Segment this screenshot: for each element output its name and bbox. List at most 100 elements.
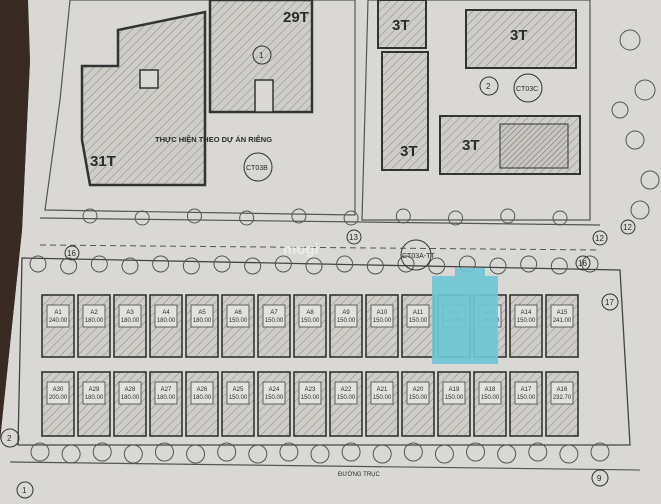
lot-area: 150.00 xyxy=(517,395,536,401)
tree-icon xyxy=(559,444,579,464)
lot-id: A11 xyxy=(413,310,424,316)
zone-ct03c: CT03C xyxy=(516,86,538,93)
lot-id: A8 xyxy=(306,310,314,316)
lot-id: A28 xyxy=(125,387,136,393)
circle-label-2: 2 xyxy=(486,82,491,91)
label-3t-d: 3T xyxy=(462,137,480,154)
tree-icon xyxy=(274,255,292,273)
tree-icon xyxy=(182,257,200,275)
lot-id: A2 xyxy=(90,310,98,316)
tree-icon xyxy=(403,442,423,462)
circle-label-1b: 1 xyxy=(22,486,27,495)
tree-icon xyxy=(248,444,268,464)
tree-icon xyxy=(244,257,262,275)
tree-icon xyxy=(581,255,599,273)
circle-label-9: 9 xyxy=(597,474,602,483)
lot-id: A19 xyxy=(449,387,460,393)
tree-icon xyxy=(397,255,415,273)
circle-label-1: 1 xyxy=(259,51,264,60)
lot-area: 240.00 xyxy=(49,318,68,324)
lot-area: 180.00 xyxy=(85,395,104,401)
lot-area: 150.00 xyxy=(445,395,464,401)
tree-icon xyxy=(341,442,361,462)
lot-id: A3 xyxy=(126,310,134,316)
lot-a23: A23 150.00 xyxy=(293,371,327,437)
lot-id: A16 xyxy=(557,387,568,393)
tree-icon xyxy=(489,257,507,275)
building-31t xyxy=(80,10,207,187)
tree-icon xyxy=(366,257,384,275)
lot-area: 150.00 xyxy=(265,395,284,401)
tree-icon xyxy=(520,255,538,273)
tree-icon xyxy=(395,208,411,224)
lot-area: 150.00 xyxy=(301,395,320,401)
lot-id: A15 xyxy=(557,310,568,316)
tree-icon xyxy=(90,255,108,273)
lot-a17: A17 150.00 xyxy=(509,371,543,437)
tree-icon xyxy=(552,210,568,226)
tree-icon xyxy=(30,442,50,462)
tree-icon xyxy=(154,442,174,462)
lot-id: A6 xyxy=(234,310,242,316)
lot-area: 180.00 xyxy=(193,395,212,401)
tree-icon xyxy=(186,208,202,224)
lot-id: A30 xyxy=(53,387,64,393)
lot-area: 232.70 xyxy=(553,395,572,401)
tree-icon xyxy=(343,210,359,226)
lot-area: 150.00 xyxy=(337,318,356,324)
lot-area: 150.00 xyxy=(409,395,428,401)
lot-area: 180.00 xyxy=(157,395,176,401)
lot-id: A17 xyxy=(521,387,532,393)
building-3t-a xyxy=(377,0,427,49)
lot-id: A27 xyxy=(161,387,172,393)
zone-ct03b: CT03B xyxy=(246,165,268,172)
label-29t: 29T xyxy=(283,9,309,26)
lot-id: A24 xyxy=(269,387,280,393)
tree-icon xyxy=(372,444,392,464)
lot-area: 150.00 xyxy=(229,318,248,324)
lot-area: 180.00 xyxy=(85,318,104,324)
tree-icon xyxy=(82,208,98,224)
lot-area: 150.00 xyxy=(229,395,248,401)
lot-area: 241.00 xyxy=(553,318,572,324)
lot-id: A21 xyxy=(377,387,388,393)
redaction-mark xyxy=(432,268,498,364)
lot-id: A25 xyxy=(233,387,244,393)
circle-label-16b: 16 xyxy=(578,259,587,268)
tree-icon xyxy=(448,210,464,226)
tree-icon xyxy=(186,444,206,464)
right-trees xyxy=(611,29,660,220)
lot-a20: A20 150.00 xyxy=(401,371,435,437)
tree-icon xyxy=(336,255,354,273)
lot-area: 180.00 xyxy=(193,318,212,324)
label-3t-b: 3T xyxy=(510,27,528,44)
lot-id: A29 xyxy=(89,387,100,393)
lot-area: 150.00 xyxy=(517,318,536,324)
building-3t-b xyxy=(465,9,577,69)
circle-label-12a: 12 xyxy=(595,234,604,243)
lot-id: A7 xyxy=(270,310,278,316)
label-3t-c: 3T xyxy=(400,143,418,160)
tree-icon xyxy=(310,444,330,464)
lot-area: 150.00 xyxy=(373,318,392,324)
lot-id: A23 xyxy=(305,387,316,393)
lot-id: A18 xyxy=(485,387,496,393)
tree-icon xyxy=(92,442,112,462)
tree-icon xyxy=(466,442,486,462)
lot-id: A20 xyxy=(413,387,424,393)
lot-id: A26 xyxy=(197,387,208,393)
tree-icon xyxy=(279,442,299,462)
circle-label-2b: 2 xyxy=(7,434,12,443)
tree-icon xyxy=(434,444,454,464)
